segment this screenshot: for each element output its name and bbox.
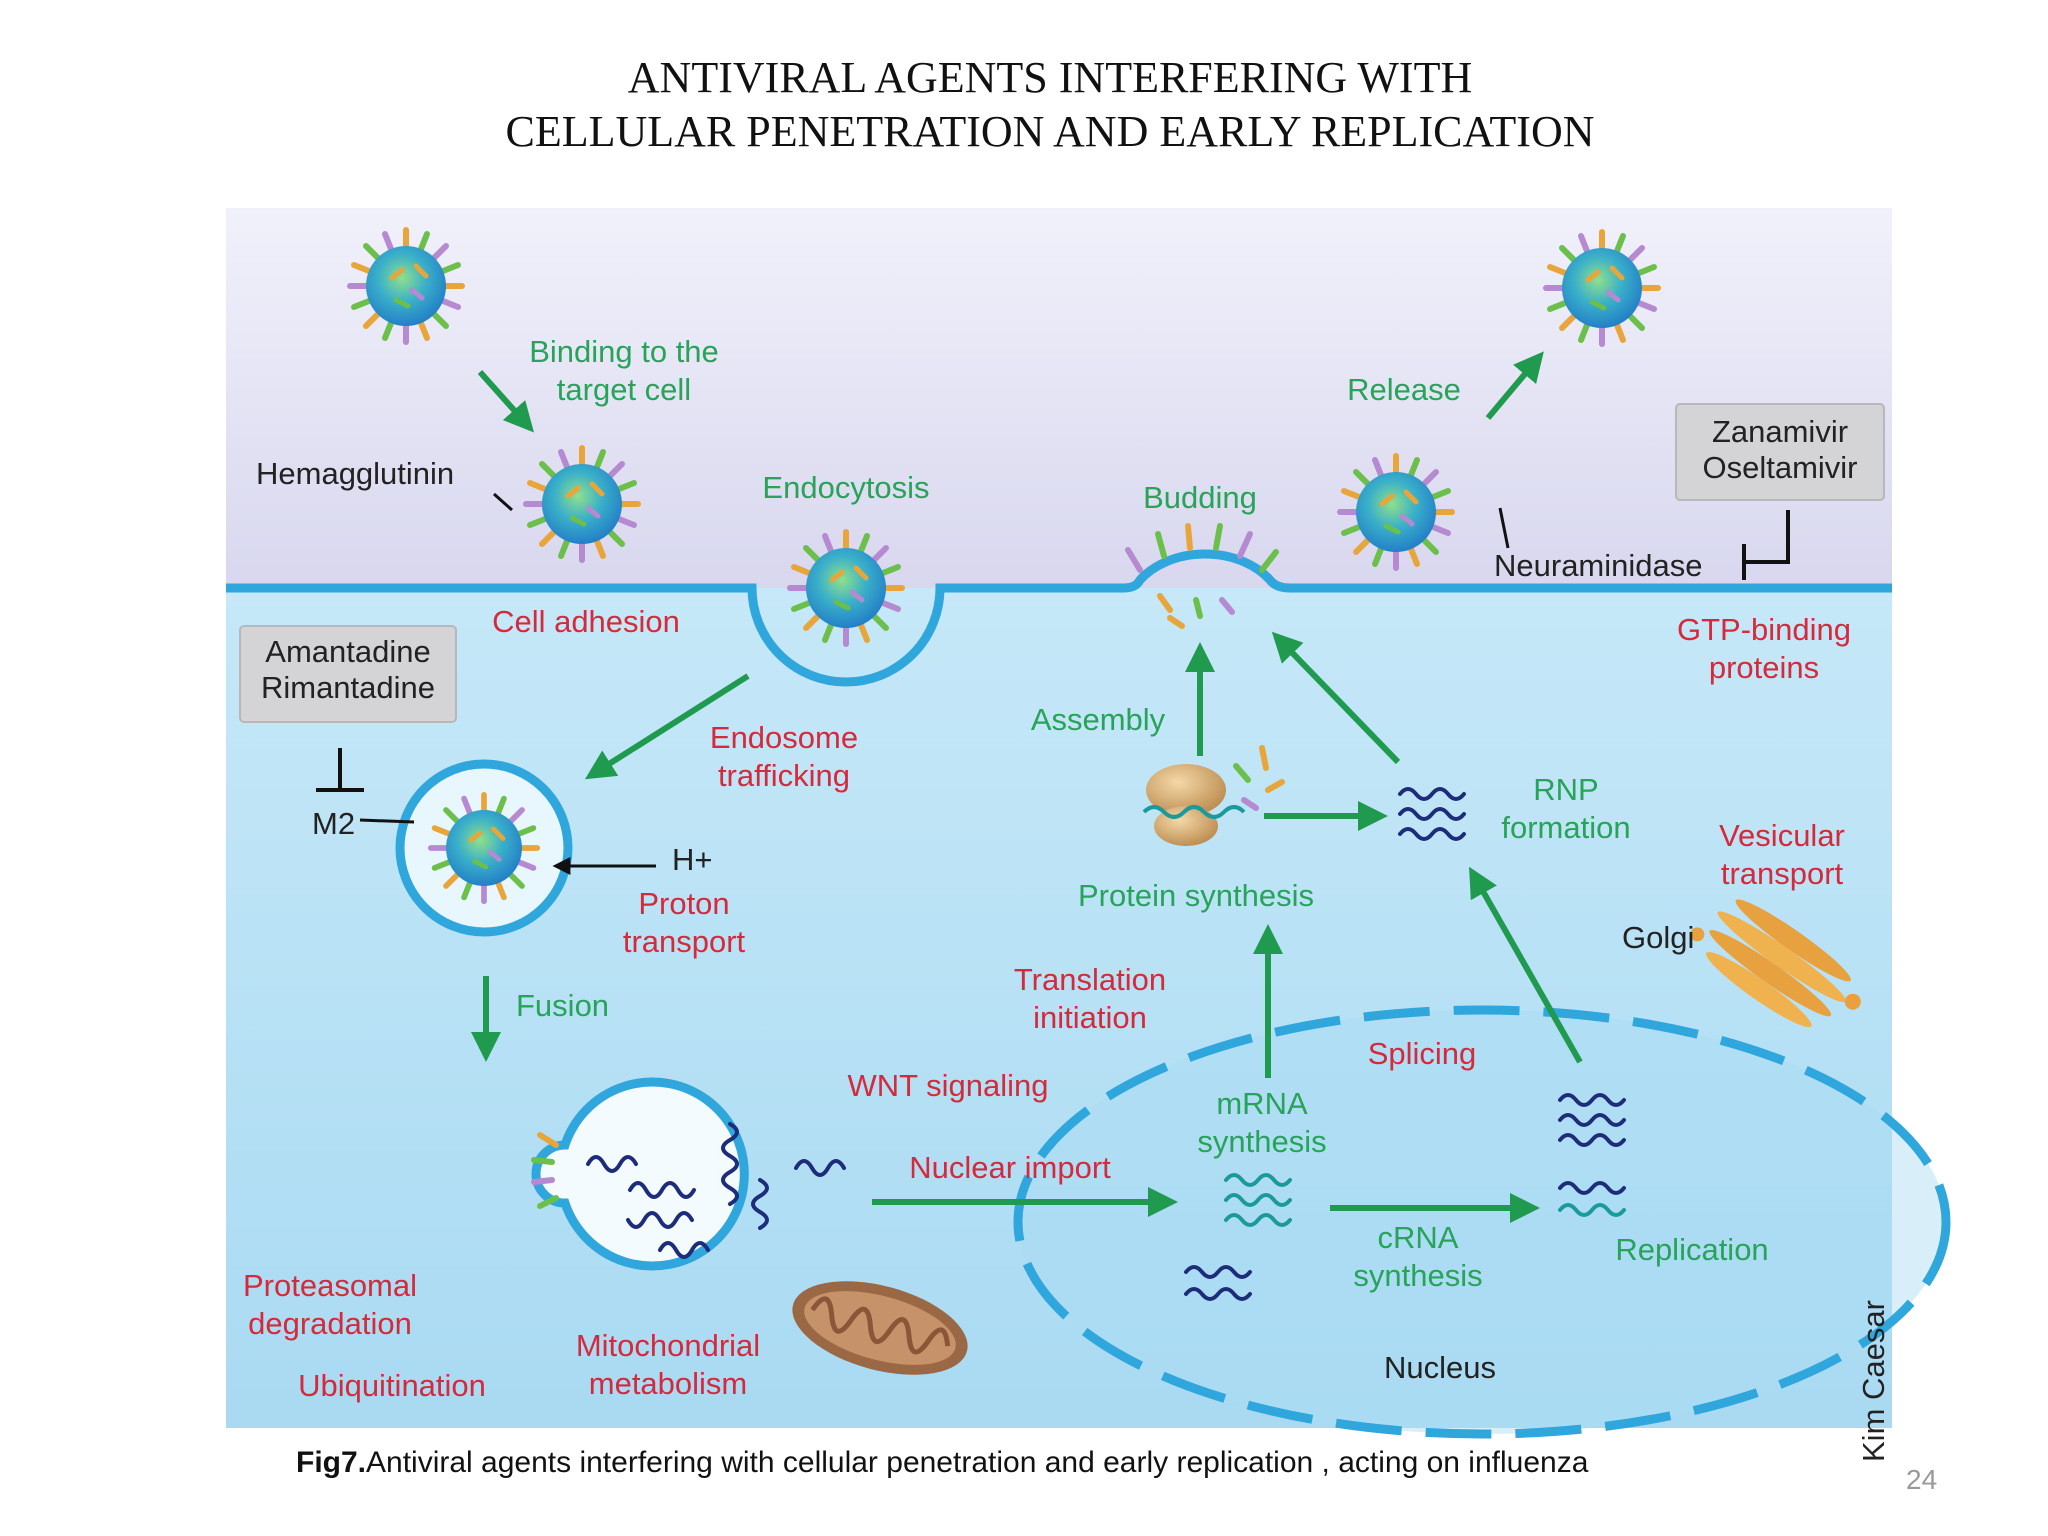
golgi-icon: [1690, 899, 1861, 1028]
label-proteasomal-line1: Proteasomal: [243, 1268, 417, 1303]
label-replication: Replication: [1615, 1232, 1768, 1267]
hemagglutinin-pointer: [493, 492, 513, 512]
pathway-arrows: [471, 351, 1583, 1223]
label-fusion: Fusion: [516, 988, 609, 1023]
label-cell-adhesion: Cell adhesion: [492, 604, 680, 639]
label-h-plus: H+: [672, 842, 713, 877]
label-vesicular-line1: Vesicular: [1719, 818, 1845, 853]
budding-spikes: [1125, 523, 1279, 629]
label-assembly: Assembly: [1031, 702, 1166, 737]
ribosome-icon: [1142, 764, 1246, 846]
label-budding: Budding: [1143, 480, 1257, 515]
cytoplasm: [226, 588, 1892, 1428]
label-proton-line2: transport: [623, 924, 746, 959]
label-translation-line1: Translation: [1014, 962, 1166, 997]
label-gtp-binding-line2: proteins: [1709, 650, 1819, 685]
label-binding-line2: target cell: [557, 372, 691, 407]
label-mrna-line2: synthesis: [1197, 1124, 1326, 1159]
label-nucleus: Nucleus: [1384, 1350, 1496, 1385]
label-m2: M2: [312, 806, 355, 841]
nucleus-envelope: [1013, 1005, 1951, 1439]
drug-oseltamivir: Oseltamivir: [1702, 450, 1857, 485]
artist-credit: Kim Caesar: [1856, 1300, 1891, 1462]
label-release: Release: [1347, 372, 1461, 407]
label-crna-line1: cRNA: [1378, 1220, 1459, 1255]
virus-in-endosome: [431, 795, 537, 901]
figure-caption-label: Fig7.: [296, 1446, 367, 1479]
m2-pointer: [359, 818, 415, 824]
amantadine-rimantadine-box: Amantadine Rimantadine: [239, 625, 457, 723]
drug-amantadine: Amantadine: [265, 634, 430, 669]
drug-zanamivir: Zanamivir: [1712, 414, 1848, 449]
zanamivir-oseltamivir-box: Zanamivir Oseltamivir: [1675, 403, 1885, 501]
vrna-segments: [586, 1122, 846, 1259]
label-crna-line2: synthesis: [1353, 1258, 1482, 1293]
label-ubiquitination: Ubiquitination: [298, 1368, 486, 1403]
virus-particle-released: [1546, 232, 1658, 344]
label-wnt-signaling: WNT signaling: [847, 1068, 1048, 1103]
virus-particle-free: [350, 230, 462, 342]
label-splicing: Splicing: [1368, 1036, 1477, 1071]
page-title-line-2: CELLULAR PENETRATION AND EARLY REPLICATI…: [505, 107, 1595, 156]
page-title-line-1: ANTIVIRAL AGENTS INTERFERING WITH: [627, 53, 1473, 102]
figure-caption-text: Antiviral agents interfering with cellul…: [366, 1446, 1589, 1479]
label-golgi: Golgi: [1622, 920, 1694, 955]
label-mitochondrial-line1: Mitochondrial: [576, 1328, 760, 1363]
label-proton-line1: Proton: [638, 886, 729, 921]
mitochondrion-icon: [792, 1281, 968, 1375]
label-gtp-binding-line1: GTP-binding: [1677, 612, 1851, 647]
drug-rimantadine: Rimantadine: [261, 670, 435, 705]
label-proteasomal-line2: degradation: [248, 1306, 412, 1341]
label-endosome-line1: Endosome: [710, 720, 858, 755]
label-binding-line1: Binding to the: [529, 334, 719, 369]
virus-particle-bound: [526, 448, 638, 560]
neuraminidase-inhibition-bar: [1742, 510, 1790, 580]
label-rnp-line1: RNP: [1533, 772, 1598, 807]
neuraminidase-pointer: [1498, 507, 1510, 549]
extracellular-space: [226, 208, 1892, 588]
label-mitochondrial-line2: metabolism: [589, 1366, 748, 1401]
m2-inhibition-bar: [316, 748, 364, 792]
label-vesicular-line2: transport: [1721, 856, 1844, 891]
label-endocytosis: Endocytosis: [762, 470, 929, 505]
virus-particle-budded: [1340, 456, 1452, 568]
label-nuclear-import: Nuclear import: [909, 1150, 1111, 1185]
label-neuraminidase: Neuraminidase: [1494, 548, 1703, 583]
page-number: 24: [1906, 1464, 1938, 1495]
figure-caption: Fig7.Antiviral agents interfering with c…: [296, 1446, 1588, 1480]
label-protein-synthesis: Protein synthesis: [1078, 878, 1314, 913]
label-mrna-line1: mRNA: [1216, 1086, 1308, 1121]
label-rnp-line2: formation: [1501, 810, 1630, 845]
label-translation-line2: initiation: [1033, 1000, 1147, 1035]
label-endosome-line2: trafficking: [718, 758, 850, 793]
label-hemagglutinin: Hemagglutinin: [256, 456, 454, 491]
virus-particle-endocytosed: [790, 532, 902, 644]
